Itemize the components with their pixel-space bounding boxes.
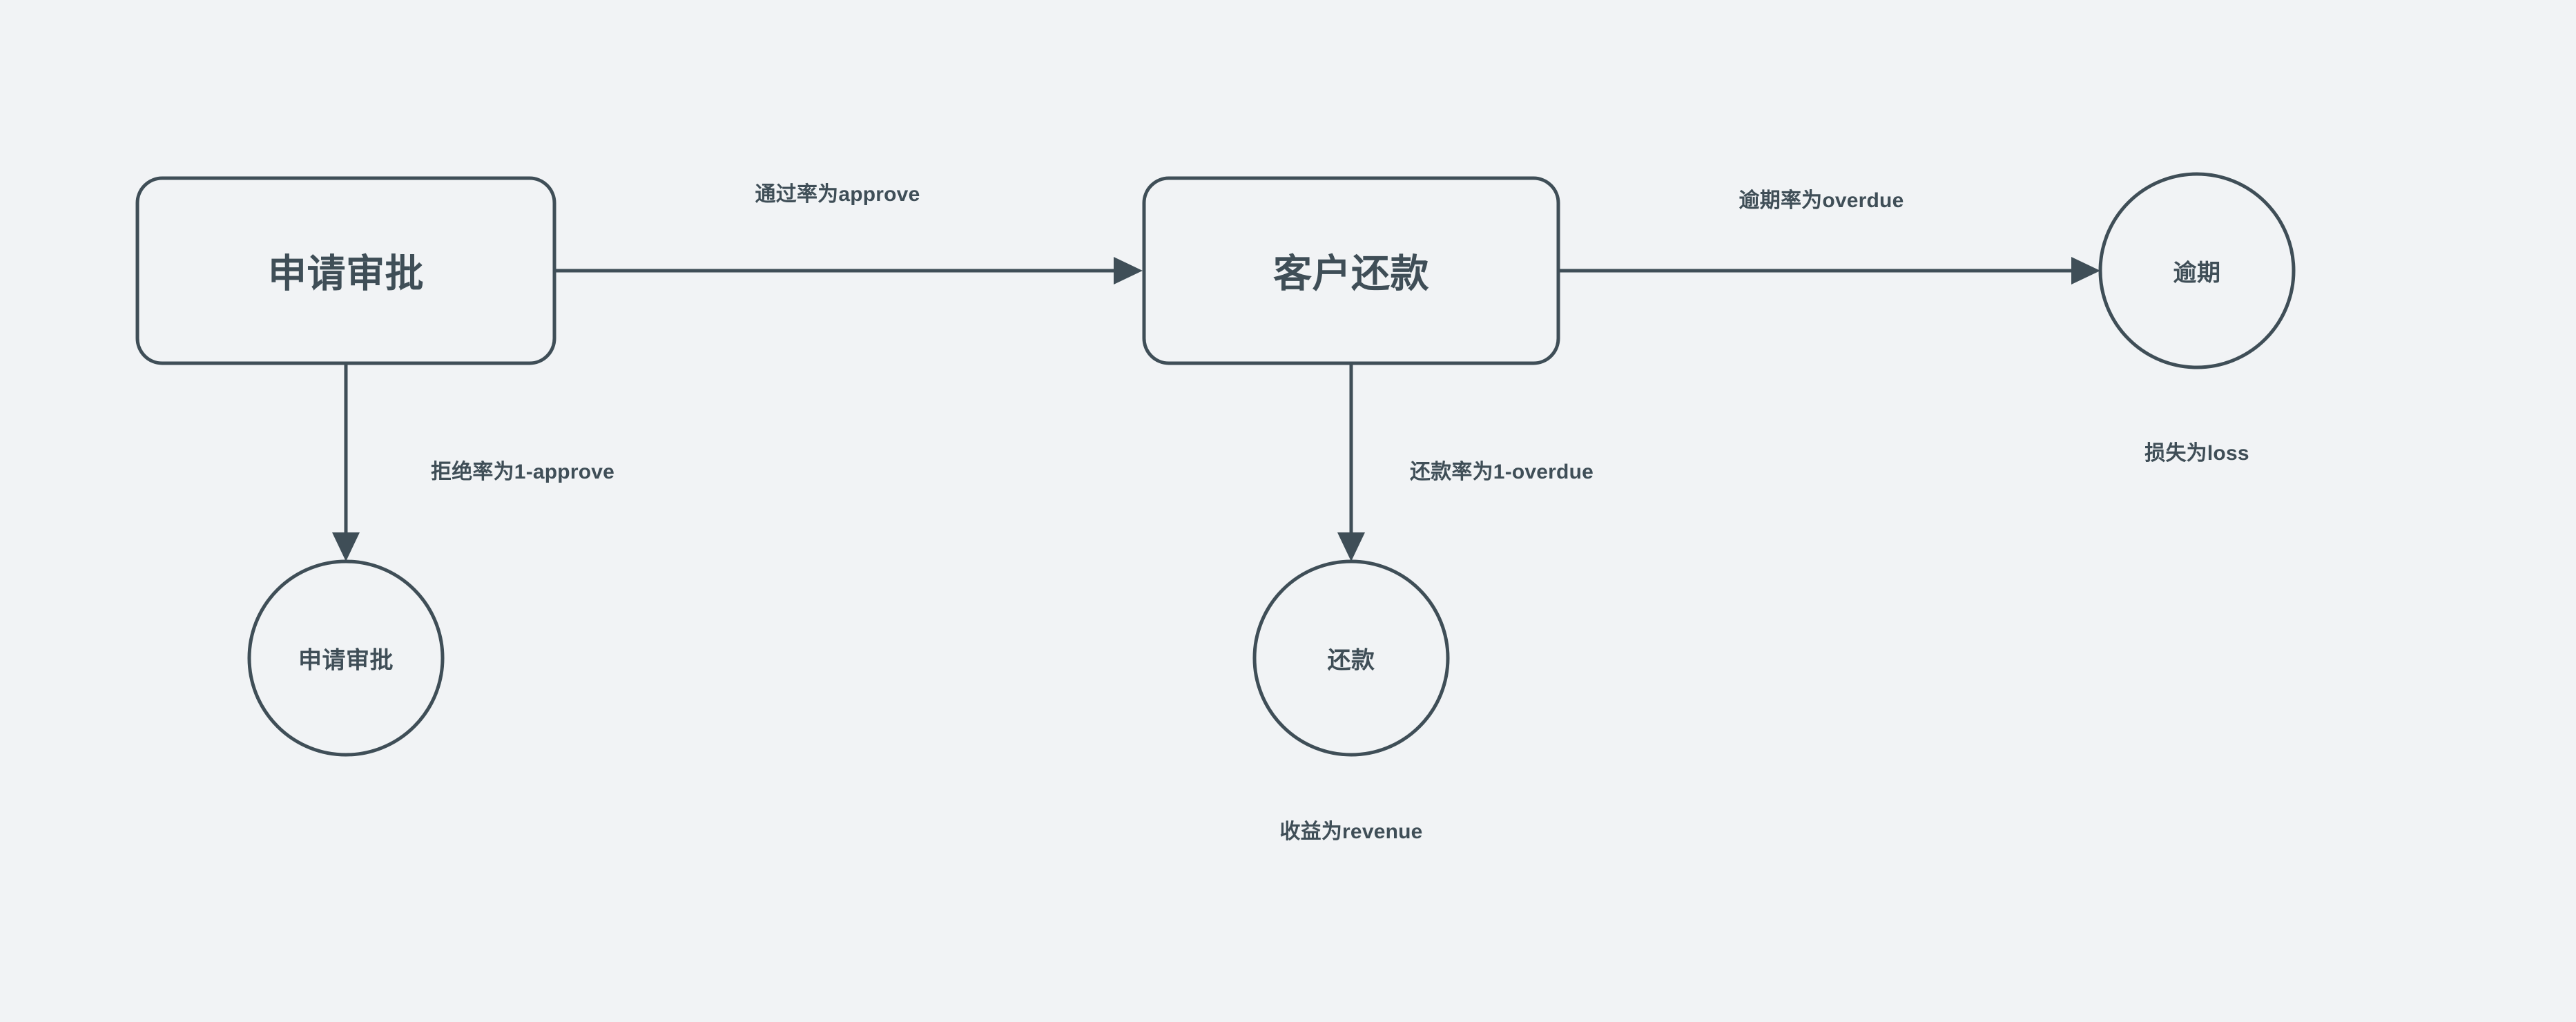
node-rejected-application-outcome-label: 申请审批 — [298, 647, 394, 674]
edge-label-overdue: 逾期率为overdue — [1739, 189, 1904, 212]
edge-label-repay: 还款率为1-overdue — [1410, 461, 1594, 483]
edge-reject — [332, 363, 360, 561]
node-repayment-outcome-label: 还款 — [1327, 647, 1375, 674]
caption-revenue: 收益为revenue — [1279, 820, 1423, 843]
node-overdue-outcome-shape[interactable] — [2098, 172, 2296, 369]
caption-loss: 损失为loss — [2144, 442, 2249, 465]
node-repayment-outcome-shape[interactable] — [1252, 559, 1450, 757]
edge-overdue-arrowhead — [2071, 257, 2100, 285]
node-application-approval-process-shape[interactable] — [135, 176, 556, 365]
node-overdue-outcome-label: 逾期 — [2173, 260, 2221, 287]
edge-overdue — [1558, 257, 2100, 285]
edge-reject-arrowhead — [332, 532, 360, 561]
node-application-approval-process-label: 申请审批 — [268, 251, 424, 296]
node-customer-repayment-process-shape[interactable] — [1142, 176, 1560, 365]
edge-label-approve: 通过率为approve — [755, 183, 920, 206]
edge-approve — [555, 257, 1143, 285]
edge-label-reject: 拒绝率为1-approve — [431, 461, 614, 483]
node-rejected-application-outcome-shape[interactable] — [247, 559, 445, 757]
edge-repay — [1337, 363, 1365, 561]
node-customer-repayment-process-label: 客户还款 — [1273, 251, 1429, 296]
edge-repay-arrowhead — [1337, 532, 1365, 561]
edge-approve-arrowhead — [1114, 257, 1143, 285]
